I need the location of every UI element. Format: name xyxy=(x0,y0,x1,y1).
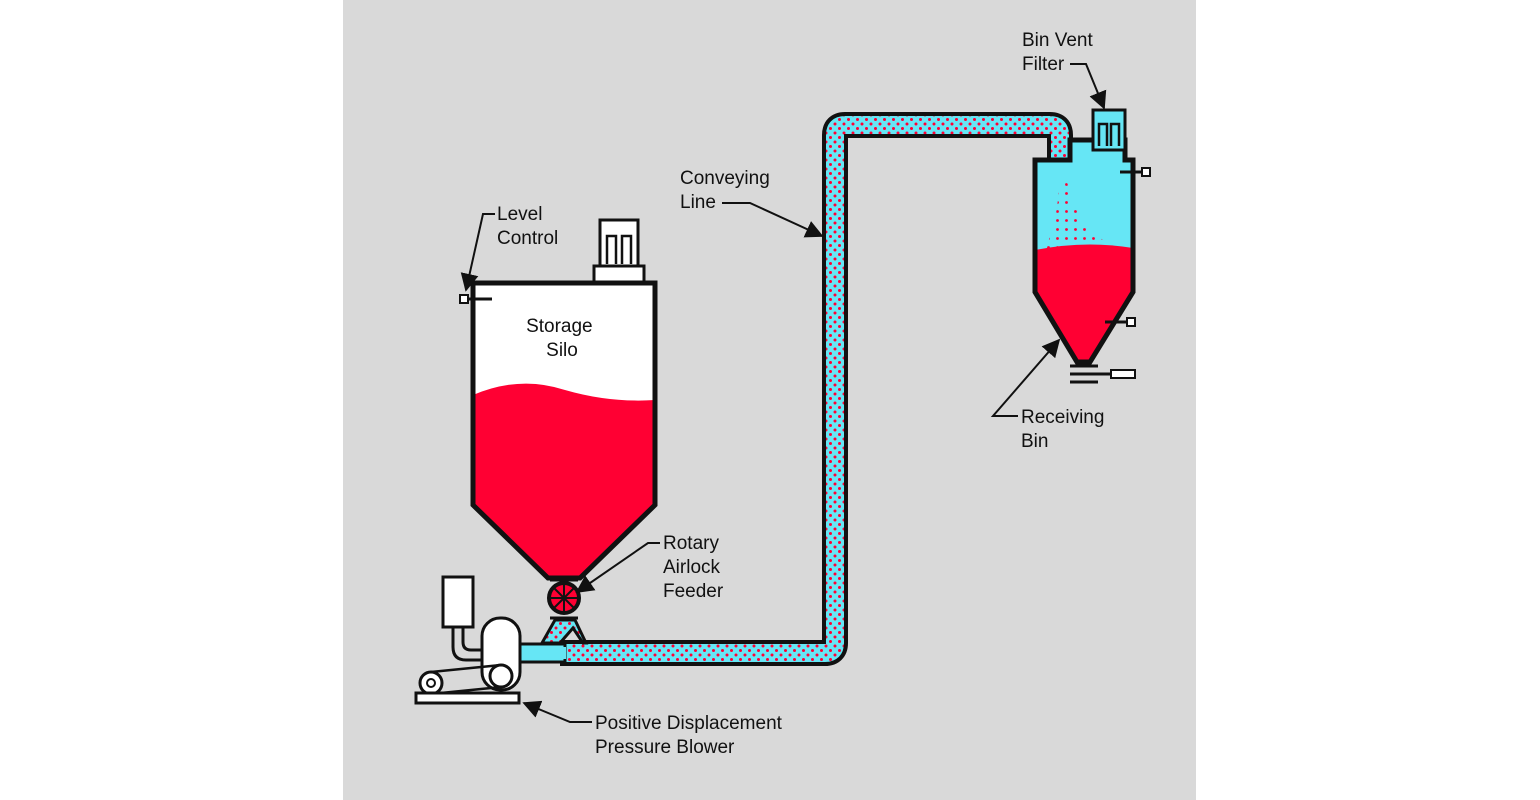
label-level-control: Level Control xyxy=(497,204,558,249)
rotary-airlock-feeder xyxy=(539,578,589,645)
leader-rotary-airlock xyxy=(575,542,660,594)
label-conveying-line: Conveying Line xyxy=(680,168,775,213)
bin-material xyxy=(1035,244,1133,362)
leader-blower xyxy=(522,700,592,723)
receiving-bin xyxy=(1032,108,1151,384)
leader-conveying-line xyxy=(722,202,824,238)
labels: Bin Vent Filter Conveying Line Level Con… xyxy=(497,30,1110,758)
leader-receiving-bin xyxy=(990,338,1061,417)
label-bin-vent-filter: Bin Vent Filter xyxy=(1022,30,1098,75)
label-blower: Positive Displacement Pressure Blower xyxy=(595,713,787,758)
leader-bin-vent-filter xyxy=(1070,63,1107,110)
conveying-line-pipe xyxy=(560,112,1073,666)
silo-material xyxy=(473,383,655,578)
label-rotary-airlock-feeder: Rotary Airlock Feeder xyxy=(663,533,725,602)
label-storage-silo: Storage Silo xyxy=(526,316,598,361)
leader-lines xyxy=(460,63,1107,723)
blower-discharge-pipe xyxy=(513,642,567,664)
positive-displacement-blower xyxy=(414,575,522,705)
label-receiving-bin: Receiving Bin xyxy=(1021,407,1110,452)
bin-vent-filter xyxy=(1091,108,1127,152)
storage-silo xyxy=(459,218,658,581)
leader-level-control xyxy=(460,213,495,292)
level-control-probe xyxy=(459,294,492,304)
